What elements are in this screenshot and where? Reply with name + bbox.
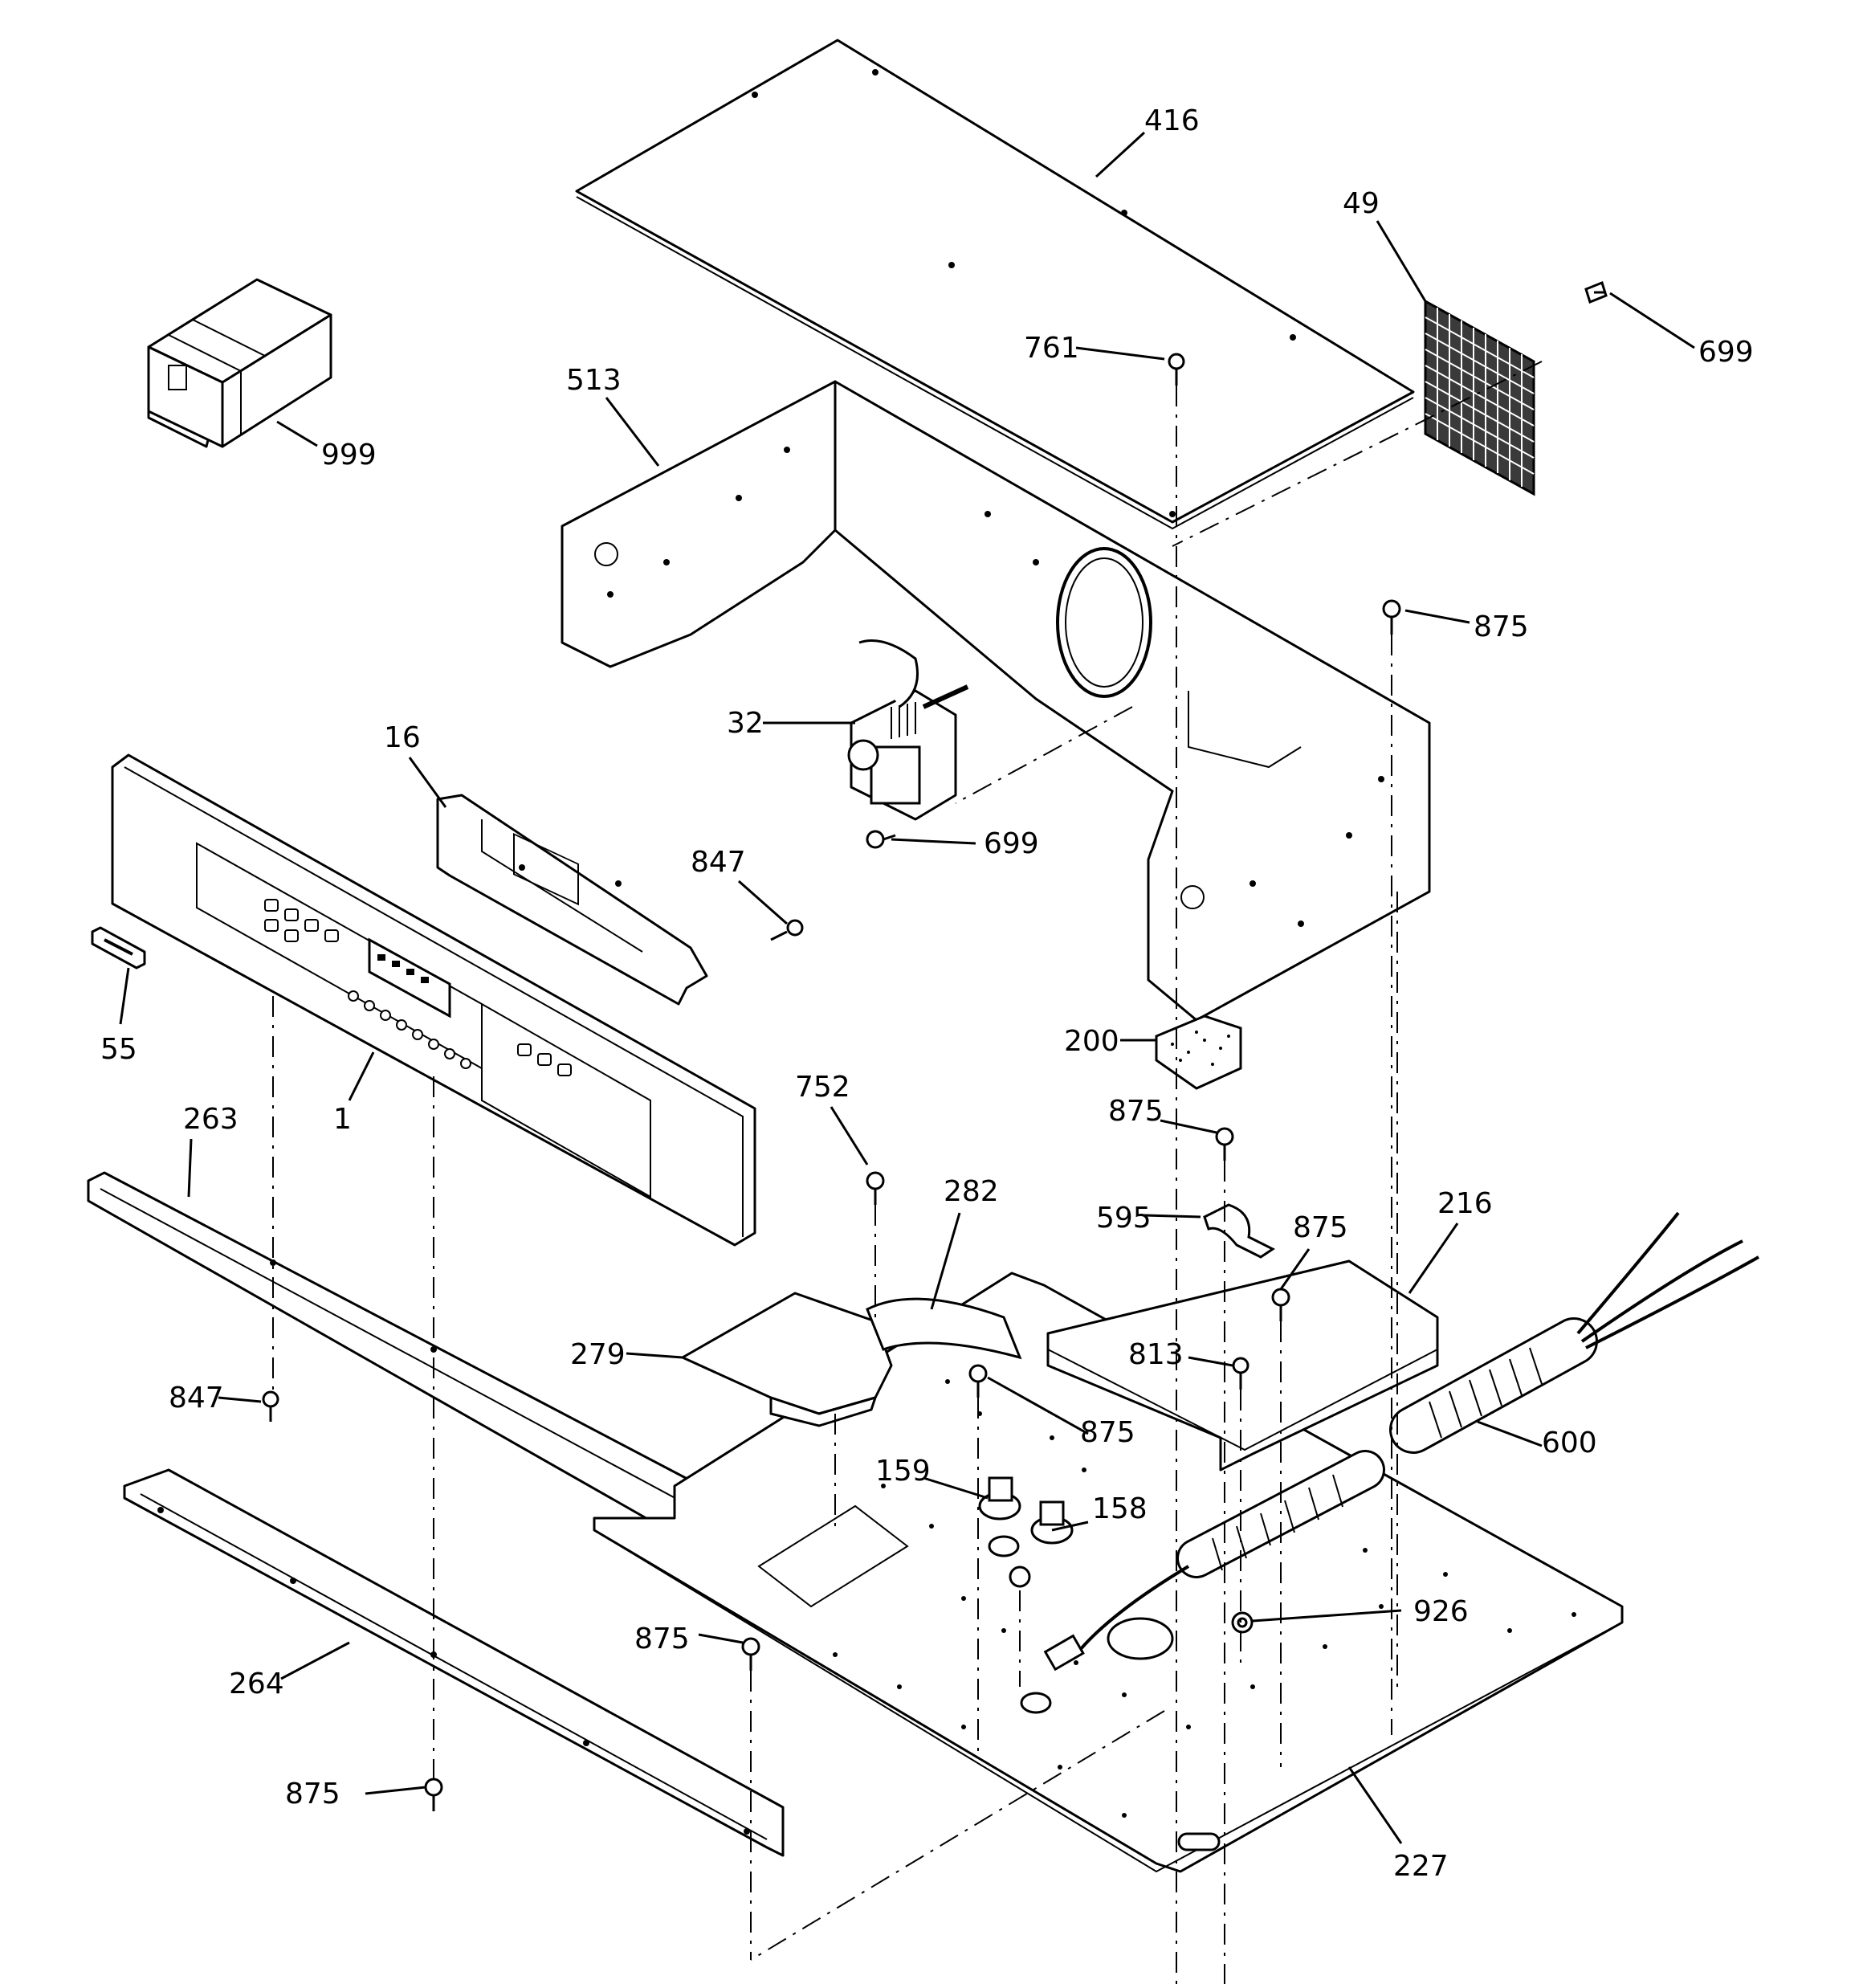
callout-416: 416 (1144, 104, 1200, 137)
callout-labels: 416 49 699 761 999 513 875 32 16 699 847… (100, 104, 1754, 1883)
callout-699-fan: 699 (984, 827, 1039, 860)
cooling-fan-motor (847, 639, 969, 821)
mesh-screen (1424, 299, 1535, 496)
callout-264: 264 (229, 1668, 284, 1700)
thermostat-159 (978, 1476, 1021, 1521)
badge-nameplate (91, 926, 146, 970)
screw-847-trim (262, 1390, 279, 1422)
grommet-926 (1231, 1611, 1254, 1634)
callout-813: 813 (1128, 1338, 1184, 1371)
callout-216: 216 (1437, 1187, 1493, 1220)
screw-875-base (968, 1364, 988, 1398)
callout-926: 926 (1413, 1595, 1469, 1628)
callout-595: 595 (1096, 1202, 1152, 1235)
callout-847-trim: 847 (169, 1382, 224, 1414)
leader-lines (119, 131, 1695, 1844)
insulation-block (1155, 1014, 1242, 1090)
electronic-control-board (436, 794, 708, 1006)
control-housing-wrapper (561, 380, 1431, 1022)
screw-875-front (741, 1637, 760, 1671)
callout-200: 200 (1064, 1025, 1119, 1058)
callout-875-base: 875 (1080, 1416, 1135, 1449)
callout-159: 159 (875, 1455, 931, 1488)
lower-trim-rear (123, 1468, 785, 1857)
callout-847-panel: 847 (691, 846, 746, 879)
parts-carton (147, 278, 332, 448)
callout-49: 49 (1343, 187, 1380, 220)
screw-761 (1168, 353, 1185, 386)
screw-875-clamp (1215, 1127, 1234, 1161)
callout-875-upper: 875 (1474, 610, 1529, 643)
callout-999: 999 (321, 439, 377, 471)
callout-875-cover: 875 (1293, 1211, 1348, 1244)
screw-875-bottom (424, 1778, 443, 1811)
callout-875-front: 875 (634, 1623, 690, 1655)
callout-699-top: 699 (1698, 336, 1754, 369)
screw-752 (866, 1171, 885, 1205)
callout-227: 227 (1393, 1850, 1449, 1883)
callout-1: 1 (333, 1103, 352, 1136)
screw-699-fan (866, 830, 896, 849)
screw-813 (1232, 1357, 1249, 1390)
callout-761: 761 (1024, 332, 1079, 365)
callout-875-clamp: 875 (1108, 1095, 1164, 1128)
base-floor-plate (593, 1272, 1624, 1873)
control-panel (111, 753, 756, 1247)
callout-32: 32 (727, 707, 764, 740)
callout-513: 513 (566, 364, 622, 397)
callout-263: 263 (183, 1103, 238, 1136)
cable-clamp (1203, 1203, 1275, 1259)
callout-282: 282 (944, 1175, 999, 1208)
callout-55: 55 (100, 1033, 137, 1066)
callout-16: 16 (384, 721, 421, 754)
callout-752: 752 (795, 1071, 850, 1104)
alignment-lines (272, 361, 1543, 1988)
callout-158: 158 (1092, 1492, 1148, 1525)
callout-279: 279 (570, 1338, 626, 1371)
screw-699-top (1584, 281, 1608, 304)
callout-600: 600 (1542, 1427, 1597, 1459)
screws (262, 281, 1608, 1811)
air-duct (681, 1292, 1022, 1427)
screw-847-panel (770, 919, 804, 941)
screw-875-upper (1382, 599, 1401, 635)
top-cover-panel (575, 39, 1415, 530)
callout-875-bottom: 875 (285, 1778, 340, 1810)
